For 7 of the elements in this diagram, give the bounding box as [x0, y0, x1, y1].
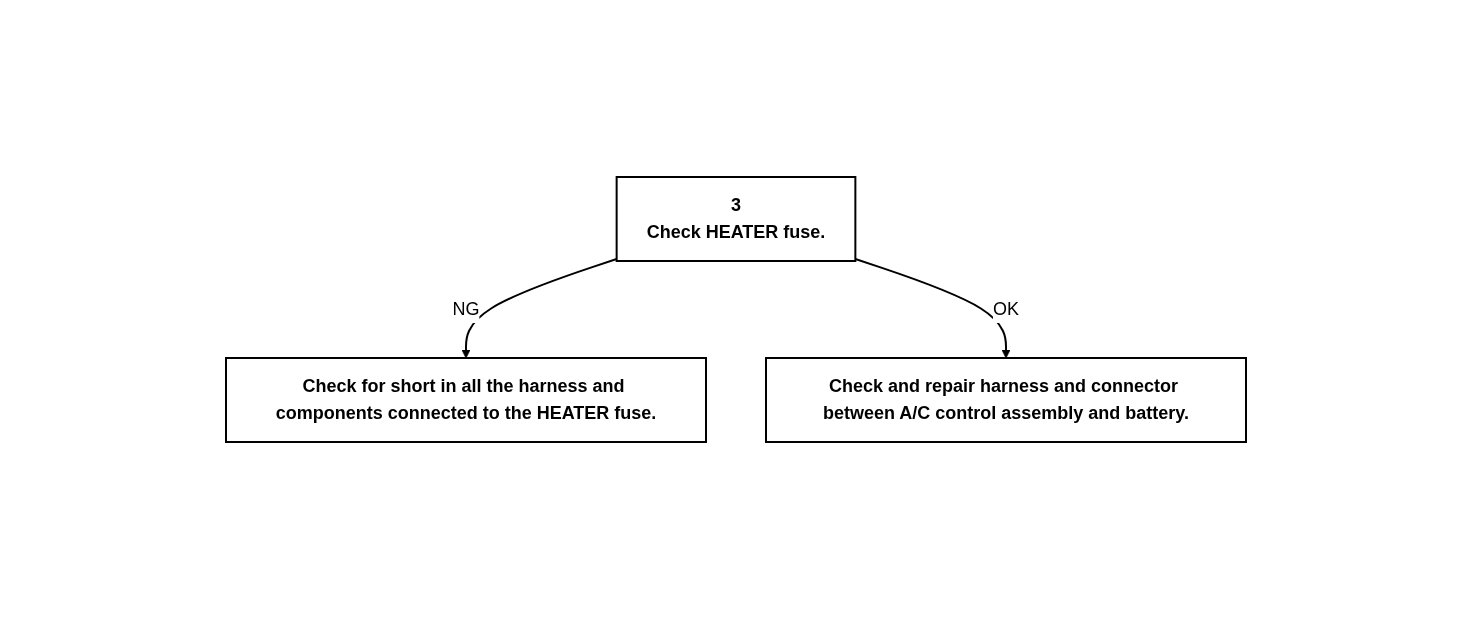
node-box: 3 Check HEATER fuse.: [615, 175, 857, 262]
node-box: Check and repair harness and connector between A/C control assembly and battery.: [765, 356, 1247, 443]
edge-label: OK: [992, 298, 1020, 319]
arrow: [854, 257, 1011, 358]
edge-label: NG: [452, 298, 480, 319]
node-box: Check for short in all the harness and components connected to the HEATER fuse.: [225, 356, 707, 443]
arrow: [461, 257, 618, 358]
